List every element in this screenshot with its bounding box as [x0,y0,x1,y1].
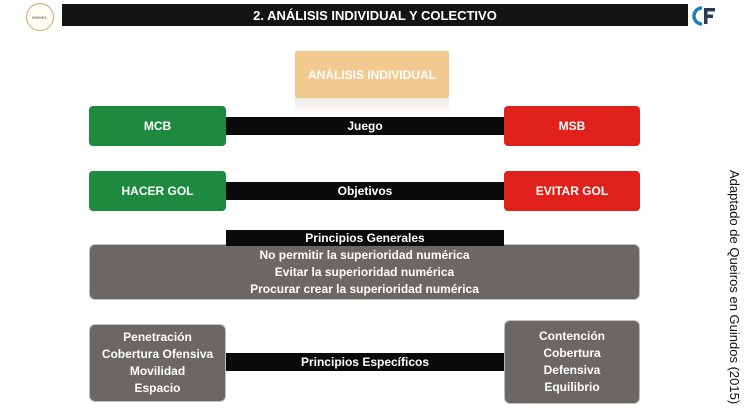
analisis-individual-reflection [295,98,449,114]
hacer-gol-label: HACER GOL [121,184,194,198]
evitar-gol-label: EVITAR GOL [535,184,609,198]
left-logo-area: ERMEL [0,0,62,32]
defensivo-item-3: Defensiva [543,363,601,377]
defensivo-item-4: Equilibrio [544,380,600,394]
mcb-label: MCB [143,119,172,133]
principios-especificos-title: Principios Específicos [300,355,430,369]
objetivos-label: Objetivos [337,184,393,198]
principios-generales-box: No permitir la superioridad numérica Evi… [89,244,640,300]
msb-box: MSB [504,106,640,146]
ofensivo-item-4: Espacio [134,381,181,395]
evitar-gol-box: EVITAR GOL [504,171,640,211]
cf-logo-icon [692,6,715,26]
slide-title: 2. ANÁLISIS INDIVIDUAL Y COLECTIVO [253,7,497,23]
analisis-individual-label: ANÁLISIS INDIVIDUAL [307,67,436,82]
defensivo-item-1: Contención [539,329,605,343]
ofensivo-item-1: Penetración [123,330,192,344]
juego-label: Juego [347,119,383,133]
principios-defensivos-box: Contención Cobertura Defensiva Equilibri… [504,320,640,404]
ofensivo-item-2: Cobertura Ofensiva [101,347,214,361]
ermel-logo: ERMEL [26,3,54,31]
ermel-logo-text: ERMEL [32,14,48,20]
generales-line-1: No permitir la superioridad numérica [259,247,470,262]
right-margin [720,0,746,420]
principios-generales-title: Principios Generales [305,231,425,245]
generales-line-3: Procurar crear la superioridad numérica [250,281,479,296]
principios-especificos-band: Principios Específicos [226,353,504,371]
source-caption-text: Adaptado de Queiros en Guindos (2015) [727,170,742,405]
mcb-box: MCB [89,106,226,146]
objetivos-band: Objetivos [226,182,504,200]
msb-label: MSB [558,119,586,133]
cf-logo [688,3,718,29]
analisis-individual-box: ANÁLISIS INDIVIDUAL [295,51,449,98]
generales-line-2: Evitar la superioridad numérica [274,264,455,279]
source-caption: Adaptado de Queiros en Guindos (2015) [725,170,745,420]
slide-title-bar: 2. ANÁLISIS INDIVIDUAL Y COLECTIVO [62,4,688,26]
defensivo-item-2: Cobertura [543,346,601,360]
principios-ofensivos-box: Penetración Cobertura Ofensiva Movilidad… [89,324,226,402]
ofensivo-item-3: Movilidad [129,364,186,378]
juego-band: Juego [226,117,504,135]
principios-generales-band: Principios Generales [226,230,504,246]
hacer-gol-box: HACER GOL [89,171,226,211]
